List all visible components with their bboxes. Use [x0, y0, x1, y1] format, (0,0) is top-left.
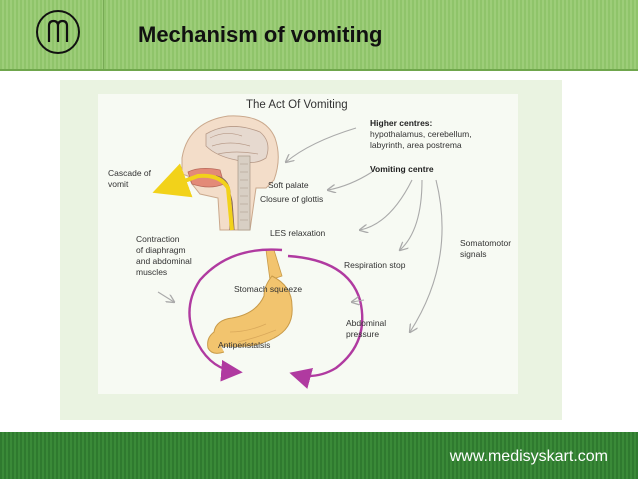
somatomotor-line1: Somatomotor [460, 238, 511, 248]
antiperistalsis-arrow-left [188, 248, 283, 382]
abdominal-pressure-line2: pressure [346, 329, 379, 339]
contraction-line1: Contraction [136, 234, 180, 244]
soft-palate-label: Soft palate [268, 180, 309, 190]
slide-header [0, 0, 638, 69]
abdominal-pressure-arrow [352, 300, 365, 302]
stomach-squeeze-label: Stomach squeeze [234, 284, 302, 294]
antiperistalsis-label: Antiperistalsis [218, 340, 270, 350]
header-rule [0, 69, 638, 71]
contraction-arrow [157, 291, 174, 302]
antiperistalsis-arrow-right [287, 254, 364, 389]
header-divider [103, 0, 104, 69]
contraction-line3: and abdominal [136, 256, 192, 266]
les-arrow [360, 179, 413, 230]
contraction-line4: muscles [136, 267, 167, 277]
higher-centres-line1: hypothalamus, cerebellum, [370, 129, 472, 139]
slide-footer: www.medisyskart.com [0, 432, 638, 479]
les-relaxation-label: LES relaxation [270, 228, 326, 238]
higher-centres-heading: Higher centres: [370, 118, 433, 128]
soft-palate-arrow [328, 171, 373, 190]
slide-title: Mechanism of vomiting [138, 22, 383, 47]
respiration-stop-label: Respiration stop [344, 260, 406, 270]
higher-centres-line2: labyrinth, area postrema [370, 140, 462, 150]
somatomotor-arrow [410, 179, 443, 332]
figure-background [98, 94, 518, 394]
contraction-line2: of diaphragm [136, 245, 186, 255]
diagram-panel: The Act Of Vomiting Higher centres: hypo… [60, 80, 562, 420]
higher-centres-arrow [286, 127, 357, 162]
head-illustration [181, 115, 279, 231]
cascade-line1: Cascade of [108, 168, 152, 178]
medisyskart-logo [36, 10, 80, 54]
cascade-line2: vomit [108, 179, 129, 189]
diagram-title: The Act Of Vomiting [246, 99, 348, 111]
vomiting-centre-label: Vomiting centre [370, 164, 434, 174]
closure-glottis-label: Closure of glottis [260, 194, 323, 204]
stomach-illustration [207, 249, 293, 354]
somatomotor-line2: signals [460, 249, 486, 259]
abdominal-pressure-line1: Abdominal [346, 318, 386, 328]
vomit-path-arrow [152, 163, 234, 231]
spine [237, 155, 251, 231]
respiration-arrow [400, 179, 423, 250]
website-url[interactable]: www.medisyskart.com [449, 448, 608, 465]
